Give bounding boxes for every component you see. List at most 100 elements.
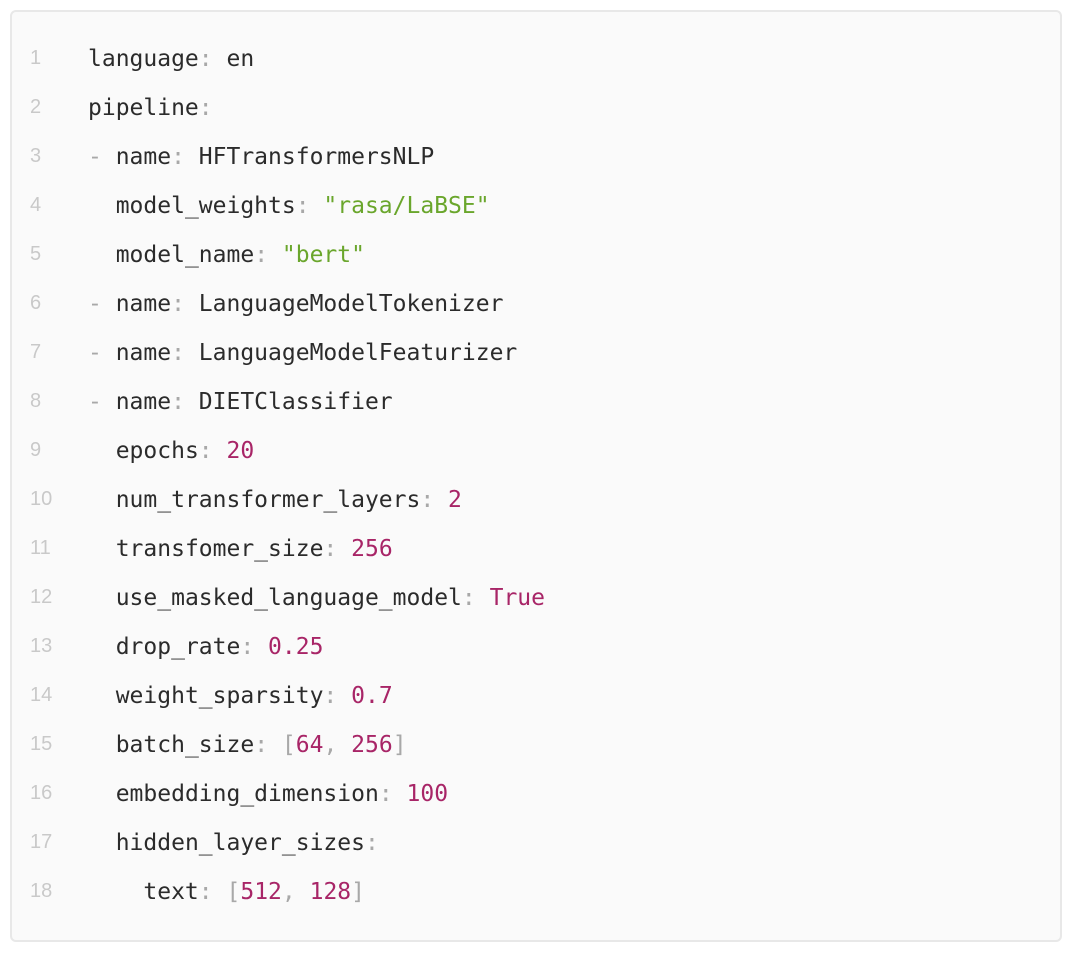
token-plain: LanguageModelTokenizer (198, 290, 504, 317)
token-plain (88, 585, 116, 611)
code-text: pipeline: (88, 95, 213, 121)
token-punc: : (254, 731, 282, 758)
code-text: model_weights: "rasa/LaBSE" (88, 193, 490, 219)
code-line: 12 use_masked_language_model: True (12, 573, 1060, 622)
token-punc: : (171, 143, 199, 170)
token-num: 0.7 (351, 682, 393, 709)
token-plain (88, 879, 143, 905)
line-number: 8 (30, 390, 42, 412)
token-num: 2 (448, 486, 462, 513)
token-str: "bert" (281, 241, 365, 268)
token-punc: : (323, 682, 352, 709)
token-punc: : (240, 633, 269, 660)
code-text: epochs: 20 (88, 437, 255, 464)
token-key: transfomer_size (115, 535, 324, 562)
token-plain (88, 193, 116, 219)
code-line: 7- name: LanguageModelFeaturizer (12, 328, 1060, 377)
token-num: 100 (406, 780, 449, 807)
line-number: 18 (30, 880, 53, 902)
token-punc: , (323, 731, 352, 758)
line-number: 9 (30, 439, 42, 461)
code-text: drop_rate: 0.25 (88, 633, 324, 660)
token-num: 64 (295, 731, 324, 758)
token-plain: en (226, 45, 255, 72)
token-punc: : (198, 45, 227, 72)
token-punc: : (171, 388, 199, 415)
code-line: 15 batch_size: [64, 256] (12, 720, 1060, 769)
code-line: 3 - name: HFTransformersNLP (12, 132, 1060, 181)
token-key: batch_size (115, 731, 255, 758)
token-key: name (115, 290, 172, 317)
token-key: pipeline (88, 94, 199, 121)
code-text: weight_sparsity: 0.7 (88, 683, 393, 709)
code-line: 17 hidden_layer_sizes: (12, 818, 1060, 867)
code-text: - name: HFTransformersNLP (88, 144, 434, 170)
token-key: embedding_dimension (115, 780, 379, 807)
token-punc: : (171, 339, 199, 366)
code-text: use_masked_language_model: True (88, 585, 545, 611)
line-number: 15 (30, 733, 53, 755)
token-punc: : (254, 241, 282, 268)
token-num: 0.25 (268, 633, 324, 660)
line-number: 17 (30, 831, 53, 853)
yaml-config-code-block: 1 language: en 2 pipeline: 3 - name: HFTransf… (10, 10, 1062, 942)
code-text: model_name: "bert" (88, 242, 365, 268)
token-key: num_transformer_layers (115, 486, 421, 513)
token-plain: HFTransformersNLP (198, 143, 435, 170)
token-key: epochs (115, 437, 199, 464)
token-key: model_name (115, 241, 255, 268)
token-num: True (489, 584, 545, 611)
line-number: 1 (30, 47, 42, 69)
token-punc: ] (392, 731, 407, 758)
code-line: 1 language: en (12, 34, 1060, 83)
code-line: 8- name: DIETClassifier (12, 377, 1060, 426)
code-line: 4 model_weights: "rasa/LaBSE" (12, 181, 1060, 230)
token-key: language (88, 45, 199, 72)
token-key: text (143, 878, 199, 905)
line-number: 3 (30, 145, 42, 167)
token-key: hidden_layer_sizes (115, 829, 365, 856)
code-line: 13 drop_rate: 0.25 (12, 622, 1060, 671)
code-text: transfomer_size: 256 (88, 536, 393, 562)
token-punc: : (198, 94, 213, 121)
token-punc: , (281, 878, 310, 905)
token-plain (88, 830, 116, 856)
token-punc: : (171, 290, 199, 317)
code-text: embedding_dimension: 100 (88, 781, 448, 807)
token-punc: : (378, 780, 407, 807)
line-number: 16 (30, 782, 53, 804)
token-plain (88, 634, 116, 660)
token-punc: : (198, 437, 227, 464)
token-key: use_masked_language_model (115, 584, 462, 611)
token-punc: - (88, 290, 116, 317)
line-number: 13 (30, 635, 53, 657)
code-lines: 1 language: en 2 pipeline: 3 - name: HFTransf… (12, 12, 1060, 916)
token-plain (88, 487, 116, 513)
code-line: 5 model_name: "bert" (12, 230, 1060, 279)
token-punc: : (420, 486, 449, 513)
code-line: 16 embedding_dimension: 100 (12, 769, 1060, 818)
code-text: hidden_layer_sizes: (88, 830, 379, 856)
token-punc: : (461, 584, 490, 611)
token-plain: LanguageModelFeaturizer (198, 339, 518, 366)
token-plain (88, 536, 116, 562)
code-line: 11 transfomer_size: 256 (12, 524, 1060, 573)
line-number: 4 (30, 194, 42, 216)
code-text: num_transformer_layers: 2 (88, 487, 462, 513)
token-punc: [ (226, 878, 241, 905)
token-num: 256 (351, 535, 393, 562)
token-punc: : (364, 829, 379, 856)
token-num: 256 (351, 731, 393, 758)
code-line: 18 text: [512, 128] (12, 867, 1060, 916)
code-line: 9 epochs: 20 (12, 426, 1060, 475)
code-line: 14 weight_sparsity: 0.7 (12, 671, 1060, 720)
token-plain (88, 732, 116, 758)
token-punc: [ (281, 731, 296, 758)
line-number: 10 (30, 488, 53, 510)
token-key: name (115, 143, 172, 170)
line-number: 6 (30, 292, 42, 314)
token-num: 20 (226, 437, 255, 464)
token-punc: - (88, 388, 116, 415)
code-line: 10 num_transformer_layers: 2 (12, 475, 1060, 524)
